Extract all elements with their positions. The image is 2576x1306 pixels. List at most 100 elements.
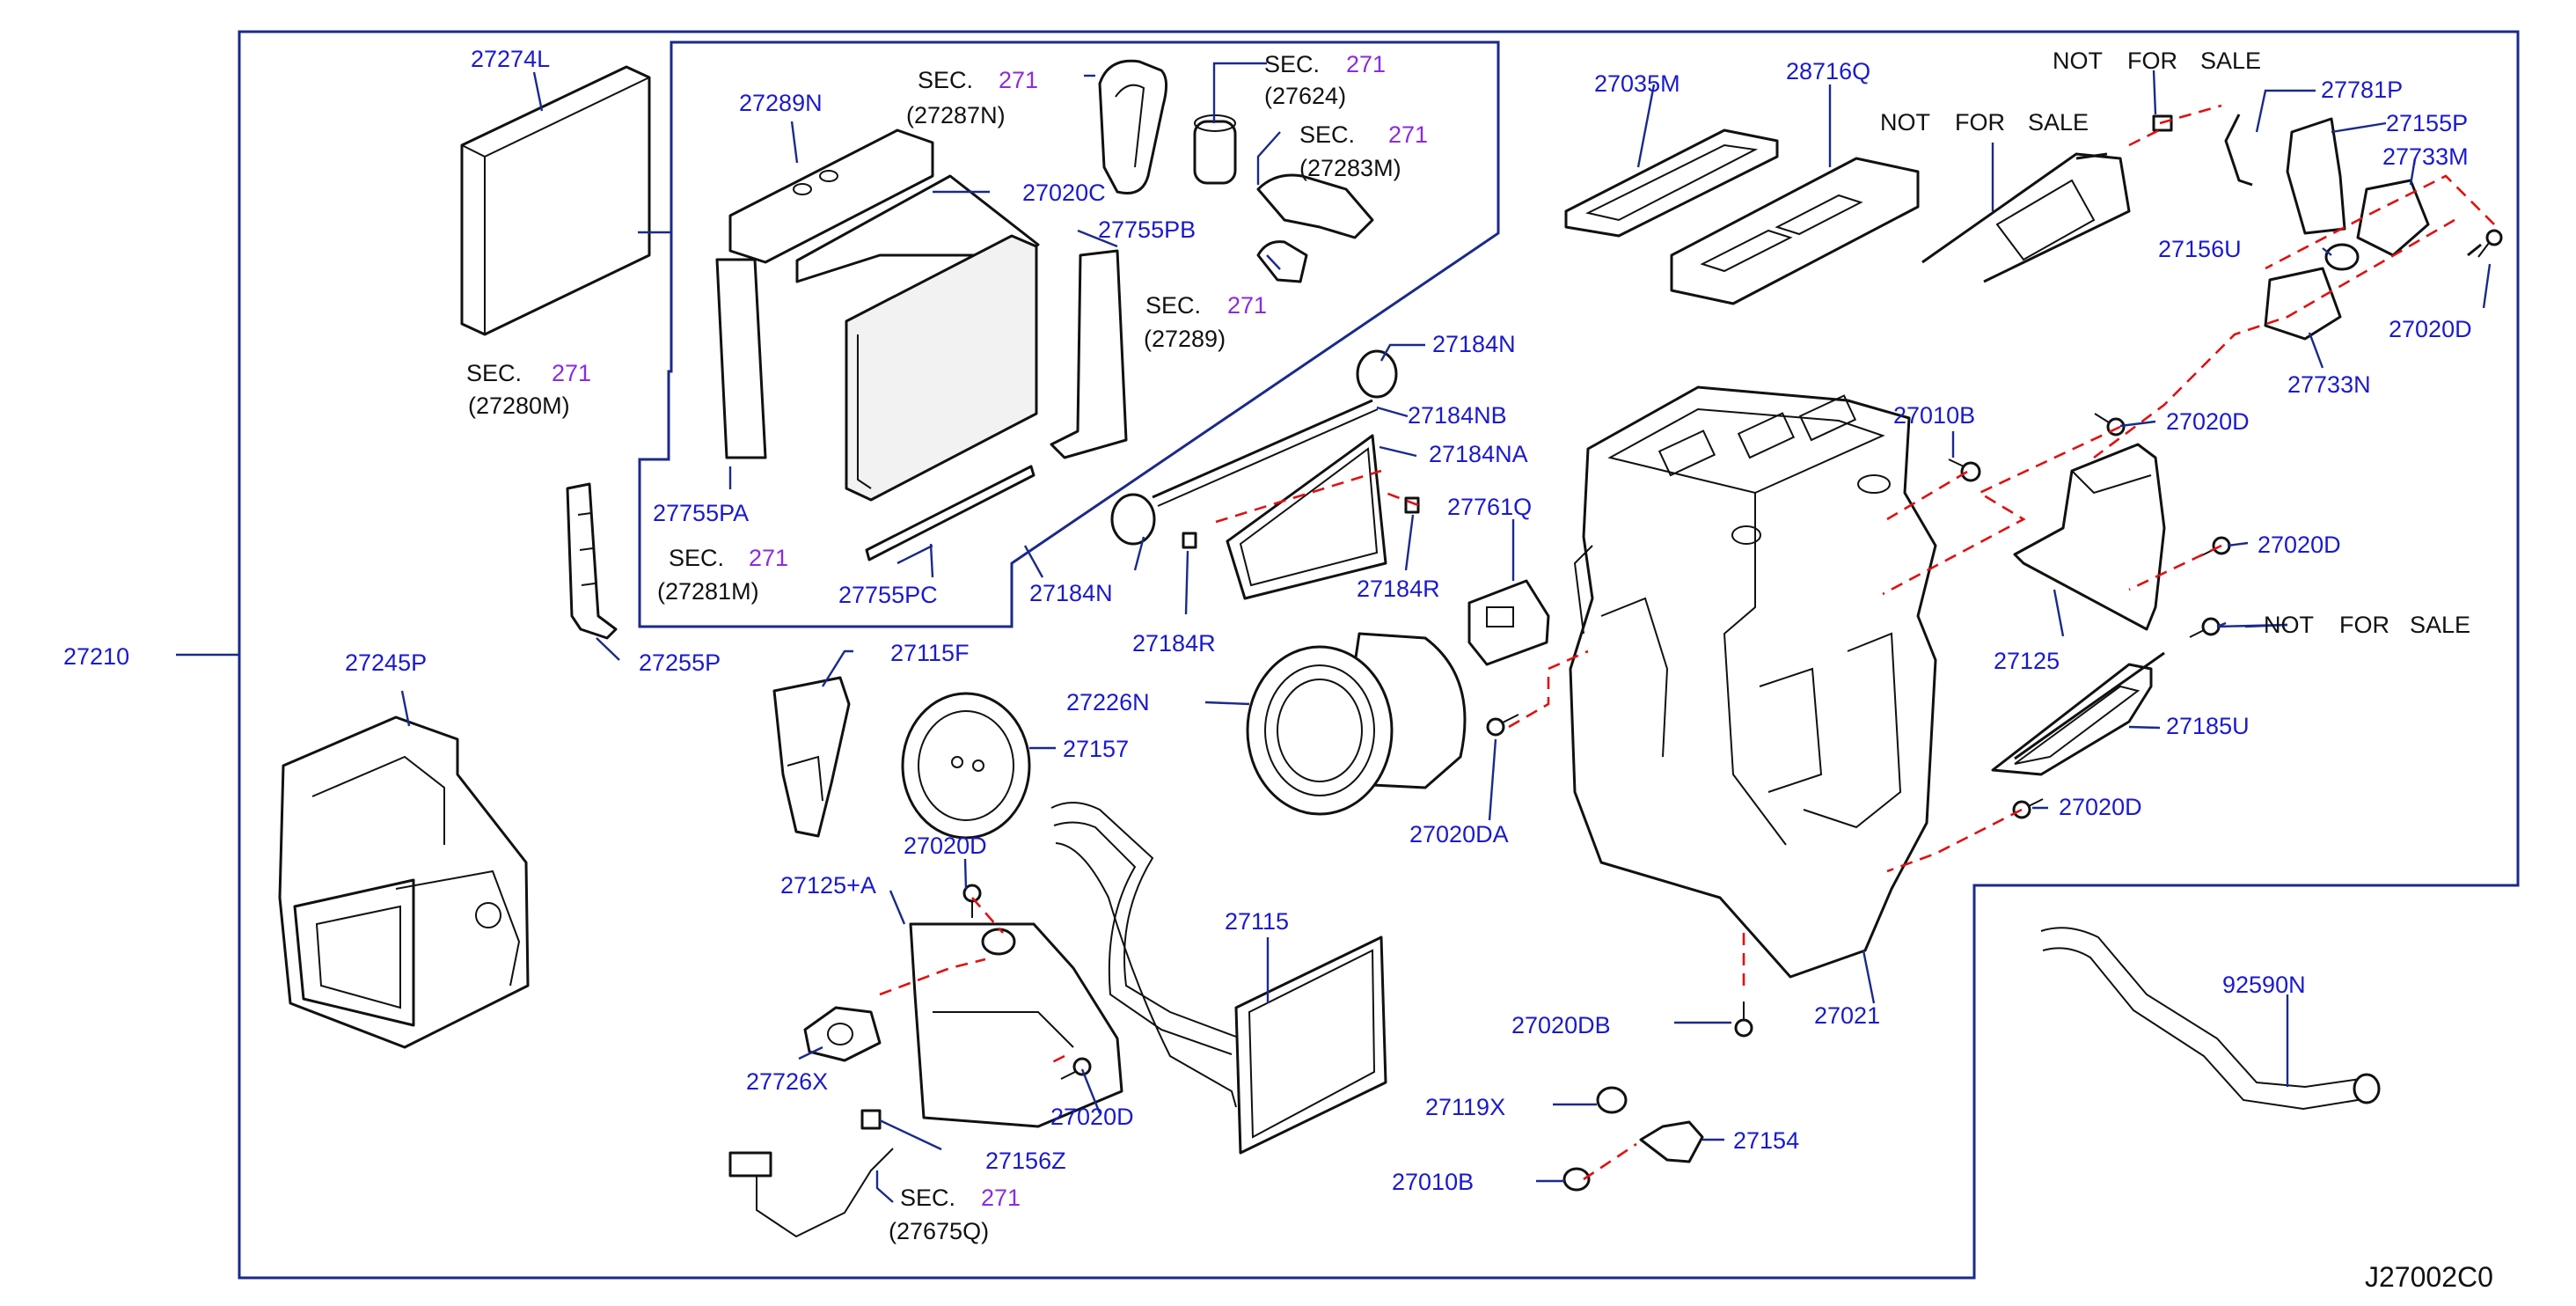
part-label: 27155P (2386, 110, 2468, 136)
part-label: 27020D (2166, 408, 2250, 435)
sec-ref-27281m: SEC. 271 (27281M) (657, 545, 788, 605)
main-hvac-housing-illustration (1569, 385, 1937, 979)
svg-text:FOR: FOR (1955, 109, 2005, 136)
svg-text:SEC.: SEC. (1264, 51, 1320, 77)
part-label: 27021 (1814, 1002, 1880, 1029)
svg-text:SEC.: SEC. (466, 360, 522, 386)
svg-text:271: 271 (1346, 51, 1386, 77)
not-for-sale-1: NOT FOR SALE (2053, 48, 2261, 74)
sec-271-items-illustration (1098, 59, 1374, 283)
svg-text:(27280M): (27280M) (468, 393, 570, 419)
part-label: 27185U (2166, 713, 2250, 739)
side-cover-illustration (1991, 443, 2166, 776)
inner-subassembly-frame (638, 40, 1500, 628)
drain-hose-illustration (2040, 927, 2381, 1111)
bottom-clips-illustration (1562, 1086, 1704, 1192)
link-parts-illustration (1921, 114, 2482, 341)
svg-text:SEC.: SEC. (669, 545, 724, 571)
part-label: 27184N (1029, 580, 1113, 606)
svg-text:SEC.: SEC. (1145, 292, 1201, 319)
svg-text:SEC.: SEC. (918, 67, 973, 93)
part-label: 27156Z (985, 1148, 1066, 1174)
svg-text:SALE: SALE (2028, 109, 2089, 136)
part-label: 27245P (345, 649, 427, 676)
part-label: 28716Q (1786, 58, 1870, 84)
part-label: 27020D (904, 833, 987, 859)
intake-case-illustration (278, 715, 530, 1049)
sec-ref-27675q: SEC. 271 (27675Q) (889, 1185, 1021, 1244)
svg-text:NOT: NOT (2053, 48, 2103, 74)
mix-door-housing-illustration (803, 922, 1123, 1128)
svg-text:FOR: FOR (2127, 48, 2177, 74)
heater-core-illustration (1050, 802, 1387, 1155)
duct-seals-illustration (1564, 128, 1920, 305)
blower-motor-illustration (1246, 632, 1467, 816)
svg-text:SALE: SALE (2200, 48, 2261, 74)
svg-text:(27675Q): (27675Q) (889, 1218, 989, 1244)
part-label: 27755PA (653, 500, 749, 526)
part-label: 27020D (2389, 316, 2472, 342)
svg-text:NOT: NOT (1880, 109, 1930, 136)
part-label: 92590N (2222, 972, 2306, 998)
part-label: 27184R (1132, 630, 1216, 657)
mode-door-illustration (1110, 349, 1420, 600)
evaporator-illustration (715, 128, 1128, 561)
svg-text:SEC.: SEC. (900, 1185, 955, 1211)
part-label: 27761Q (1447, 494, 1532, 520)
part-label: 27154 (1733, 1127, 1799, 1154)
sensor-wire-illustration (728, 1109, 894, 1238)
part-label: 27733M (2382, 143, 2469, 170)
part-label: 27733N (2287, 371, 2371, 398)
part-label: 27289N (739, 90, 823, 116)
sec-ref-27280m: SEC. 271 (27280M) (466, 360, 591, 419)
not-for-sale-3: NOT FOR SALE (2264, 612, 2470, 638)
part-label: 27755PC (838, 582, 938, 608)
svg-text:SALE: SALE (2410, 612, 2470, 638)
part-label: 27781P (2321, 77, 2403, 103)
part-label: 27125+A (780, 872, 876, 899)
part-label: 27020C (1022, 180, 1106, 206)
part-label: 27726X (746, 1068, 828, 1095)
svg-text:271: 271 (1227, 292, 1267, 319)
part-label: 27157 (1063, 736, 1129, 762)
svg-text:271: 271 (1388, 121, 1428, 148)
not-for-sale-2: NOT FOR SALE (1880, 109, 2089, 136)
fan-parts-illustration (772, 676, 1031, 840)
svg-text:271: 271 (981, 1185, 1021, 1211)
part-label: 27119X (1425, 1094, 1505, 1120)
part-label: 27020D (2258, 532, 2341, 558)
part-label: 27755PB (1098, 216, 1196, 243)
part-label: 27255P (639, 649, 721, 676)
cabin-filter-illustration (460, 65, 651, 336)
part-label: 27020D (2059, 794, 2142, 820)
part-label: 27020D (1050, 1104, 1134, 1130)
blower-resistor-illustration (1467, 579, 1550, 666)
part-label: 27226N (1066, 689, 1150, 715)
part-label: 27010B (1392, 1169, 1474, 1195)
sec-ref-27624: SEC. 271 (27624) (1264, 51, 1386, 109)
part-label: 27010B (1893, 402, 1975, 429)
assembly-label: 27210 (63, 643, 129, 670)
part-label: 27156U (2158, 236, 2242, 262)
sec-ref-27287n: SEC. 271 (27287N) (906, 67, 1038, 128)
sec-ref-27283m: SEC. 271 (27283M) (1299, 121, 1428, 181)
svg-text:271: 271 (749, 545, 788, 571)
part-label: 27035M (1594, 70, 1680, 97)
svg-text:NOT: NOT (2264, 612, 2314, 638)
part-label: 27184NA (1429, 441, 1528, 467)
diagram-code: J27002C0 (2365, 1261, 2493, 1293)
part-label: 27274L (471, 46, 550, 72)
part-label: 27184N (1432, 331, 1516, 357)
labels: 27210 SEC. 271 (27280M) SEC. 271 (27287N… (63, 46, 2493, 1293)
part-label: 27125 (1994, 648, 2060, 674)
sec-ref-27289: SEC. 271 (27289) (1144, 292, 1267, 352)
leader-lines (176, 62, 2492, 1203)
svg-text:(27624): (27624) (1264, 83, 1346, 109)
svg-text:(27283M): (27283M) (1299, 155, 1401, 181)
svg-text:(27287N): (27287N) (906, 102, 1006, 128)
svg-text:271: 271 (999, 67, 1038, 93)
bracket-27255p-illustration (566, 482, 618, 640)
svg-text:(27289): (27289) (1144, 326, 1226, 352)
svg-text:271: 271 (552, 360, 591, 386)
